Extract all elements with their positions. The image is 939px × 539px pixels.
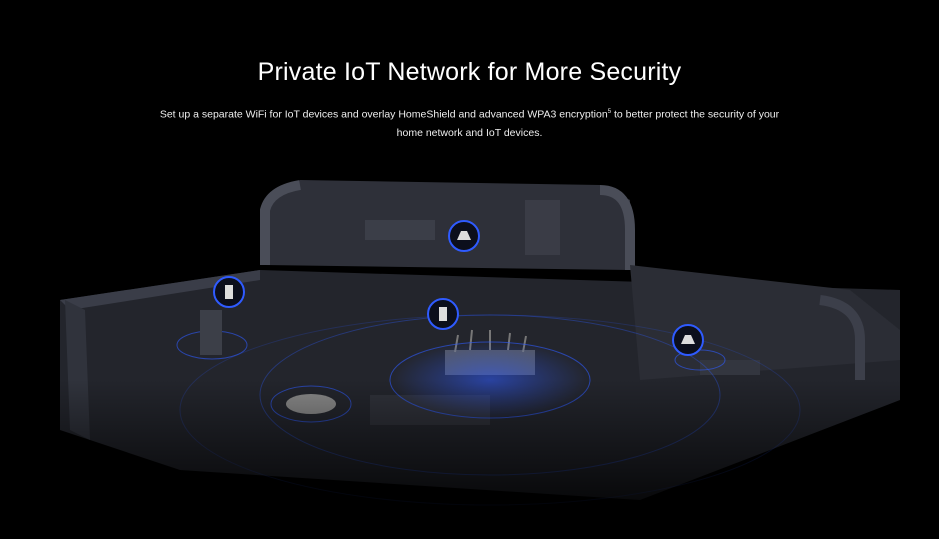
description-text-end: to better protect the security of your h… — [396, 108, 780, 139]
smart-home-illustration — [0, 140, 939, 539]
page-description: Set up a separate WiFi for IoT devices a… — [150, 103, 789, 142]
footnote-marker[interactable]: 5 — [607, 109, 612, 115]
description-text: Set up a separate WiFi for IoT devices a… — [159, 108, 608, 121]
page-title: Private IoT Network for More Security — [257, 58, 682, 86]
